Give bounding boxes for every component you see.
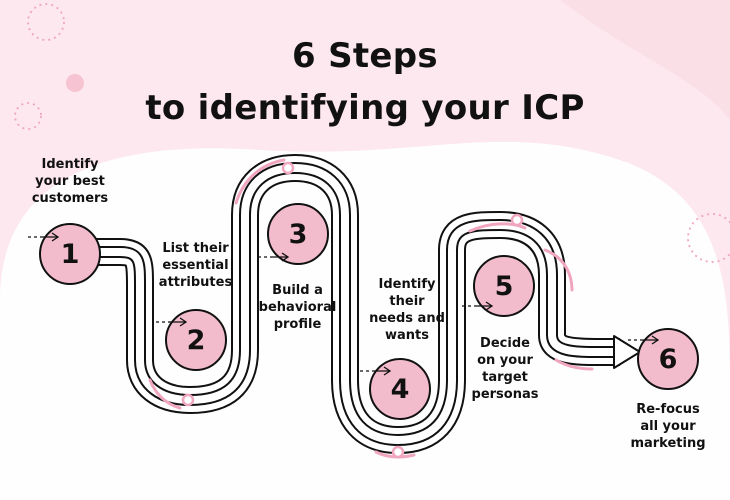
dotted-circle-decoration bbox=[27, 3, 65, 41]
arrow-icon bbox=[628, 335, 660, 345]
accent-arc bbox=[148, 378, 182, 410]
accent-arc bbox=[234, 158, 286, 205]
page-title-line-2: to identifying your ICP bbox=[145, 88, 585, 128]
step-4-circle: 4 bbox=[369, 358, 431, 420]
arrow-icon bbox=[258, 252, 290, 262]
ring-dot bbox=[510, 213, 524, 227]
road-arrowhead bbox=[613, 335, 641, 369]
ring-dot bbox=[181, 393, 195, 407]
step-6-circle: 6 bbox=[637, 328, 699, 390]
accent-arc bbox=[543, 248, 574, 292]
ring-dot bbox=[391, 445, 405, 459]
step-2-circle: 2 bbox=[165, 309, 227, 371]
arrow-icon bbox=[28, 232, 60, 242]
dotted-circle-decoration bbox=[687, 213, 730, 263]
accent-arc bbox=[468, 222, 527, 233]
dotted-circle-decoration bbox=[14, 102, 42, 130]
accent-arc bbox=[554, 358, 594, 371]
step-3-label: Build a behavioral profile bbox=[258, 283, 337, 332]
page-title-line-1: 6 Steps bbox=[292, 36, 438, 76]
step-1-label: Identify your best customers bbox=[31, 157, 109, 206]
arrow-icon bbox=[462, 301, 494, 311]
step-6-label: Re-focus all your marketing bbox=[630, 402, 706, 451]
step-3-circle: 3 bbox=[267, 203, 329, 265]
dot-decoration bbox=[66, 74, 84, 92]
step-2-label: List their essential attributes bbox=[158, 241, 233, 290]
step-5-label: Decide on your target personas bbox=[471, 336, 539, 402]
step-5-circle: 5 bbox=[473, 255, 535, 317]
arrow-icon bbox=[360, 366, 392, 376]
step-1-circle: 1 bbox=[39, 223, 101, 285]
arrow-icon bbox=[156, 317, 188, 327]
ring-dot bbox=[281, 161, 295, 175]
step-4-label: Identify their needs and wants bbox=[369, 277, 445, 343]
